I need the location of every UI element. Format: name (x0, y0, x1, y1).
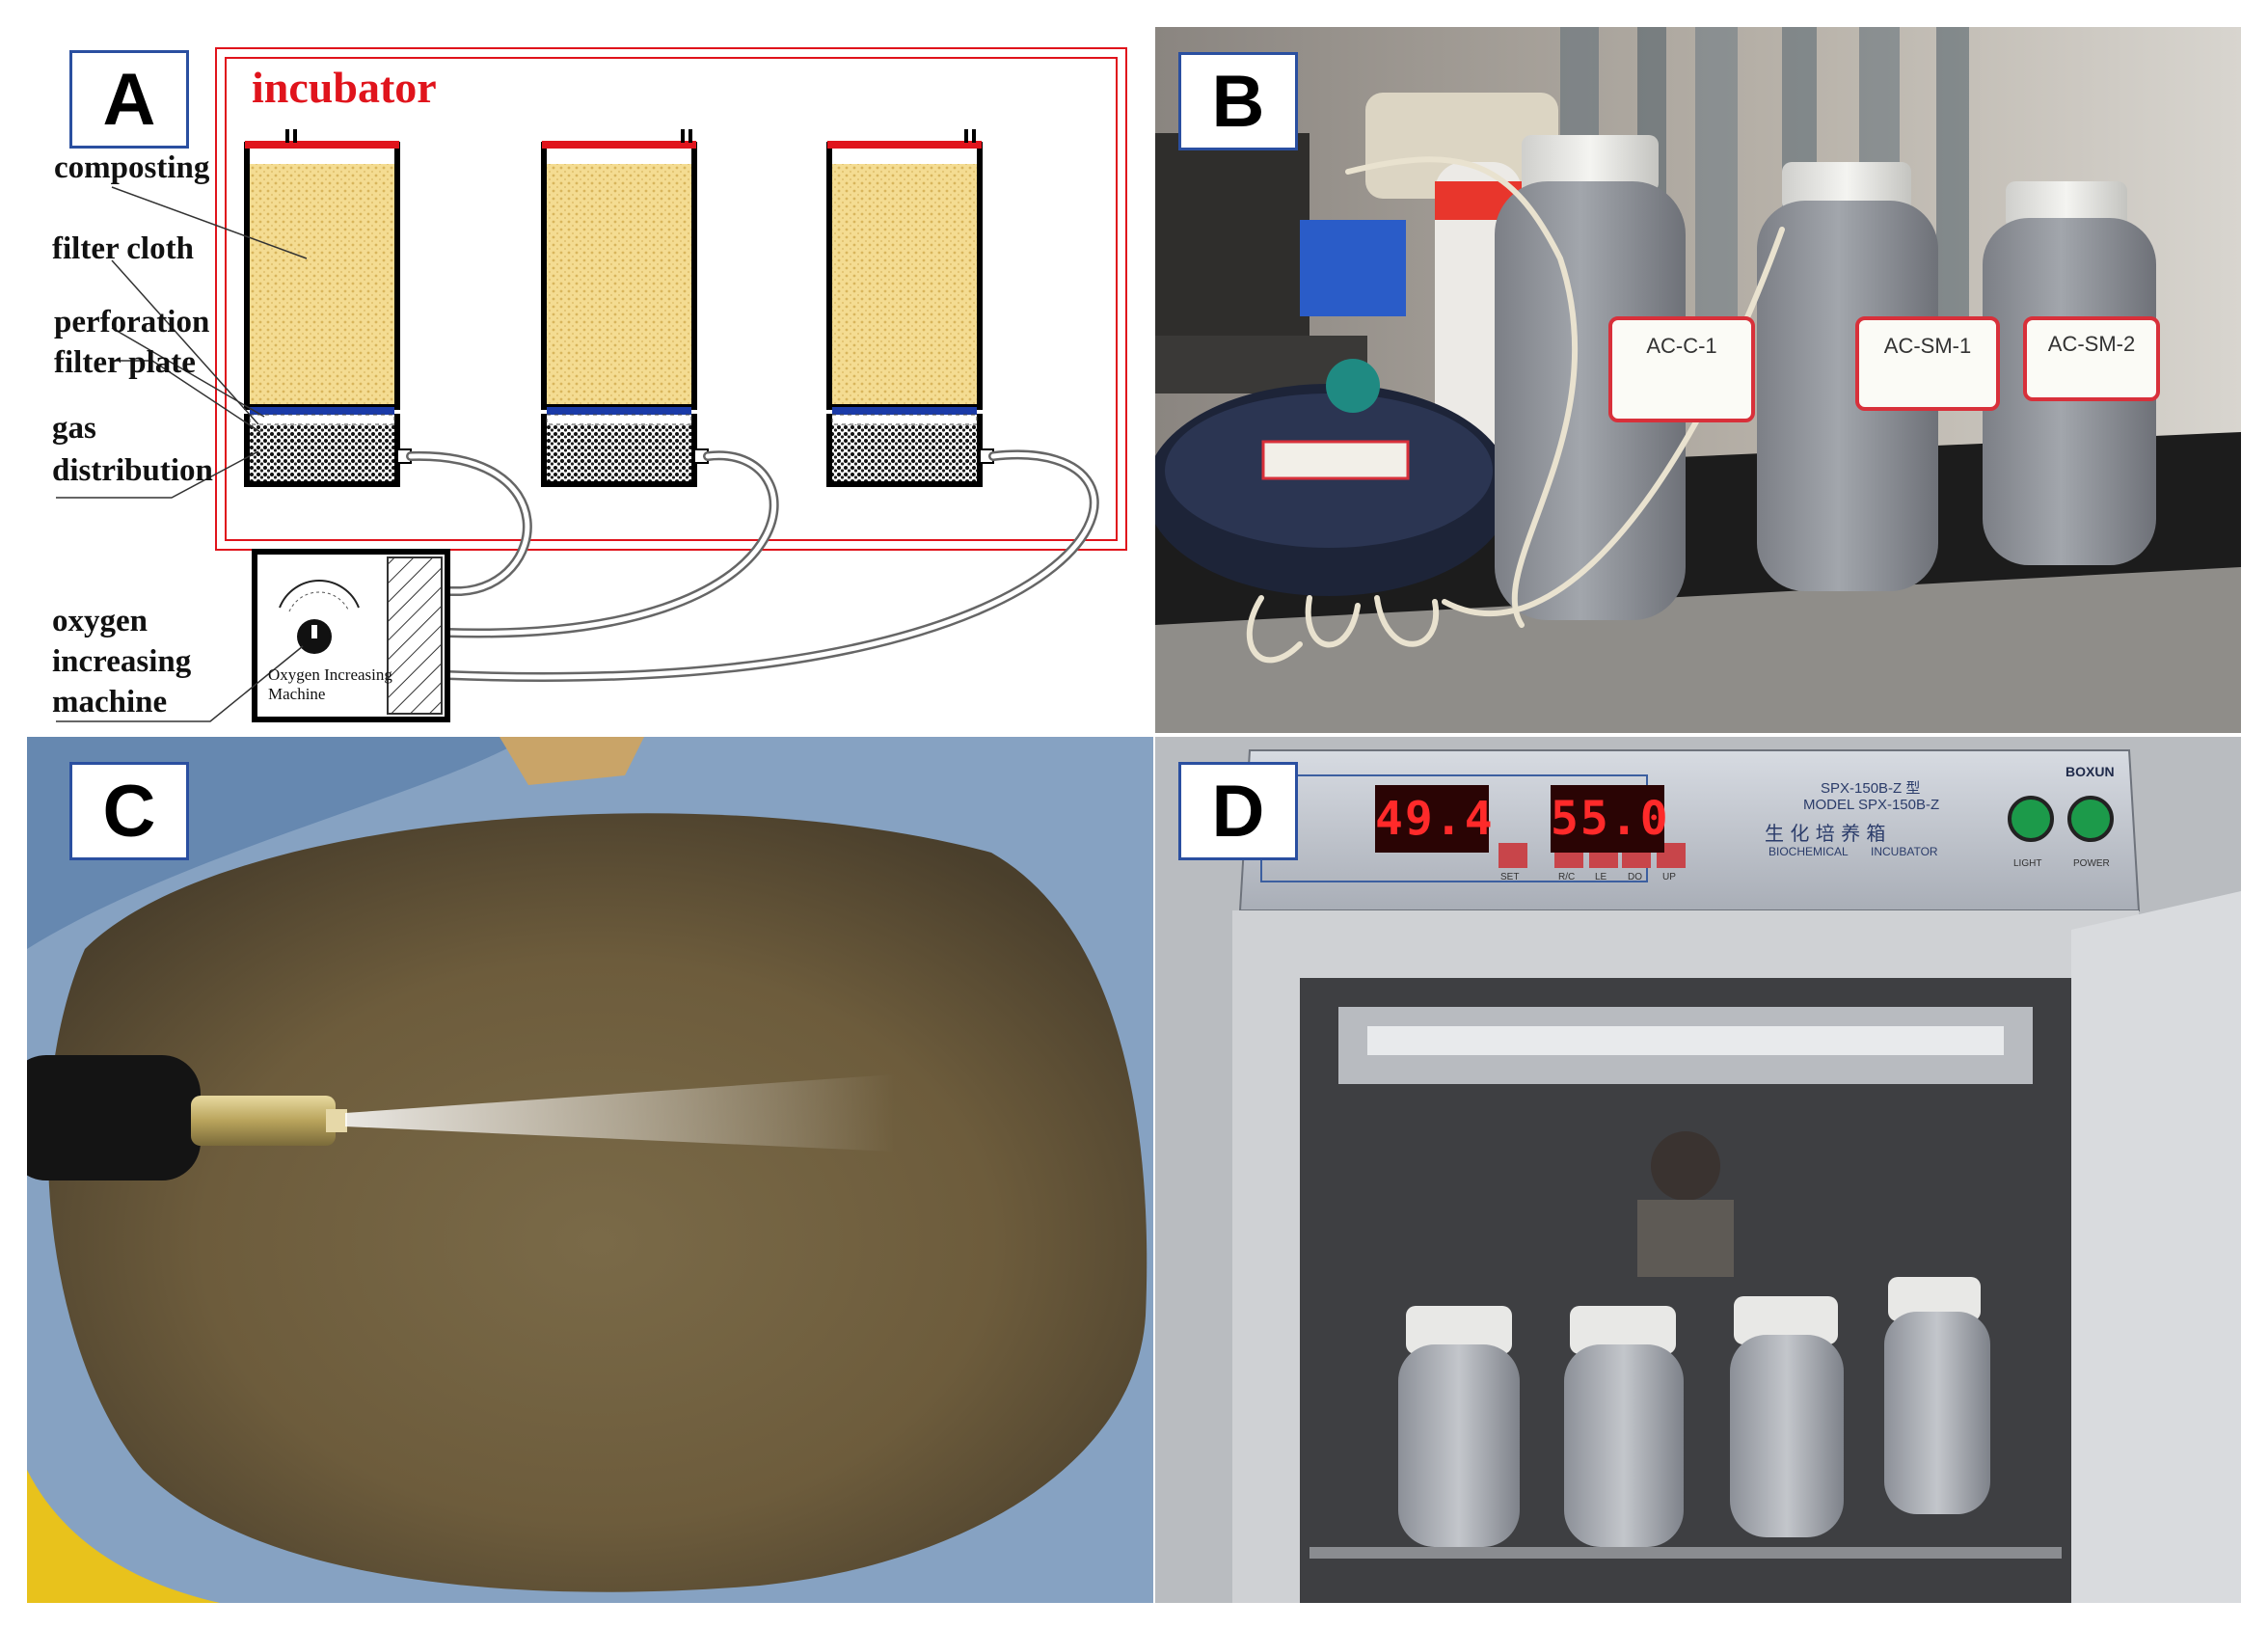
water-spray (345, 1074, 895, 1152)
label-filter-cloth: filter cloth (52, 231, 194, 266)
composting-setup-diagram (56, 47, 1127, 722)
jar-label-3: AC-SM-2 (2023, 316, 2160, 401)
model-line-1: SPX-150B-Z 型 (1821, 780, 1921, 797)
compost-pile (47, 813, 1148, 1592)
incubator-outer-border (215, 47, 1127, 551)
leader-lines (56, 186, 308, 722)
panel-label-d: D (1178, 762, 1298, 860)
panel-b-photo: AC-C-1 AC-SM-1 AC-SM-2 B (1155, 27, 2241, 733)
panel-d-photo: 49.4 55.0 SPX-150B-Z 型 MODEL SPX-150B-Z … (1155, 737, 2241, 1603)
label-distribution: distribution (52, 453, 213, 488)
sprayer (27, 1055, 347, 1180)
reactor-1 (244, 129, 412, 487)
label-machine: machine (52, 685, 168, 719)
label-increasing: increasing (52, 644, 192, 679)
panel-label-c: C (69, 762, 189, 860)
label-gas: gas (52, 411, 96, 446)
jar-2 (1757, 162, 1938, 591)
label-filter-plate: filter plate (54, 345, 196, 380)
power-label: POWER (2073, 858, 2110, 869)
button-label-up: UP (1662, 872, 1676, 882)
label-composting: composting (54, 150, 210, 185)
incubator-name-cn: 生 化 培 养 箱 (1765, 822, 1886, 845)
button-label-rc: R/C (1558, 872, 1576, 882)
power-button (2067, 796, 2114, 842)
light-label: LIGHT (2013, 858, 2042, 869)
panel-c-photo: C (27, 737, 1153, 1603)
jar-label-2: AC-SM-1 (1855, 316, 2000, 411)
label-oxygen: oxygen (52, 604, 148, 638)
jar-label-1: AC-C-1 (1608, 316, 1755, 422)
model-line-2: MODEL SPX-150B-Z (1803, 797, 1940, 813)
light-button (2008, 796, 2054, 842)
panel-label-b: B (1178, 52, 1298, 150)
temperature-display-current: 49.4 (1375, 785, 1493, 853)
temperature-display-set: 55.0 (1551, 785, 1668, 853)
button-label-set: SET (1500, 872, 1520, 882)
panel-label-a: A (69, 50, 189, 149)
button-label-le: LE (1595, 872, 1607, 882)
label-perforation: perforation (54, 305, 210, 339)
reactor-2 (541, 129, 709, 487)
air-pump (1155, 359, 1512, 596)
incubator-photo (1155, 737, 2241, 1603)
machine-text-line-2: Machine (268, 685, 326, 703)
reactor-3 (826, 129, 994, 487)
spraying-compost-photo (27, 737, 1153, 1603)
incubator-inner-border (225, 57, 1118, 541)
incubator-jars (1398, 1277, 1990, 1547)
button-label-do: DO (1628, 872, 1642, 882)
brand-name: BOXUN (2066, 764, 2115, 779)
incubator-name-en-2: INCUBATOR (1871, 845, 1938, 858)
incubator-title: incubator (252, 63, 437, 112)
incubator-name-en-1: BIOCHEMICAL (1768, 845, 1849, 858)
panel-a-diagram: incubator composting filter cloth perfor… (27, 27, 1153, 733)
machine-text-line-1: Oxygen Increasing (268, 665, 392, 684)
oxygen-machine (252, 549, 450, 722)
